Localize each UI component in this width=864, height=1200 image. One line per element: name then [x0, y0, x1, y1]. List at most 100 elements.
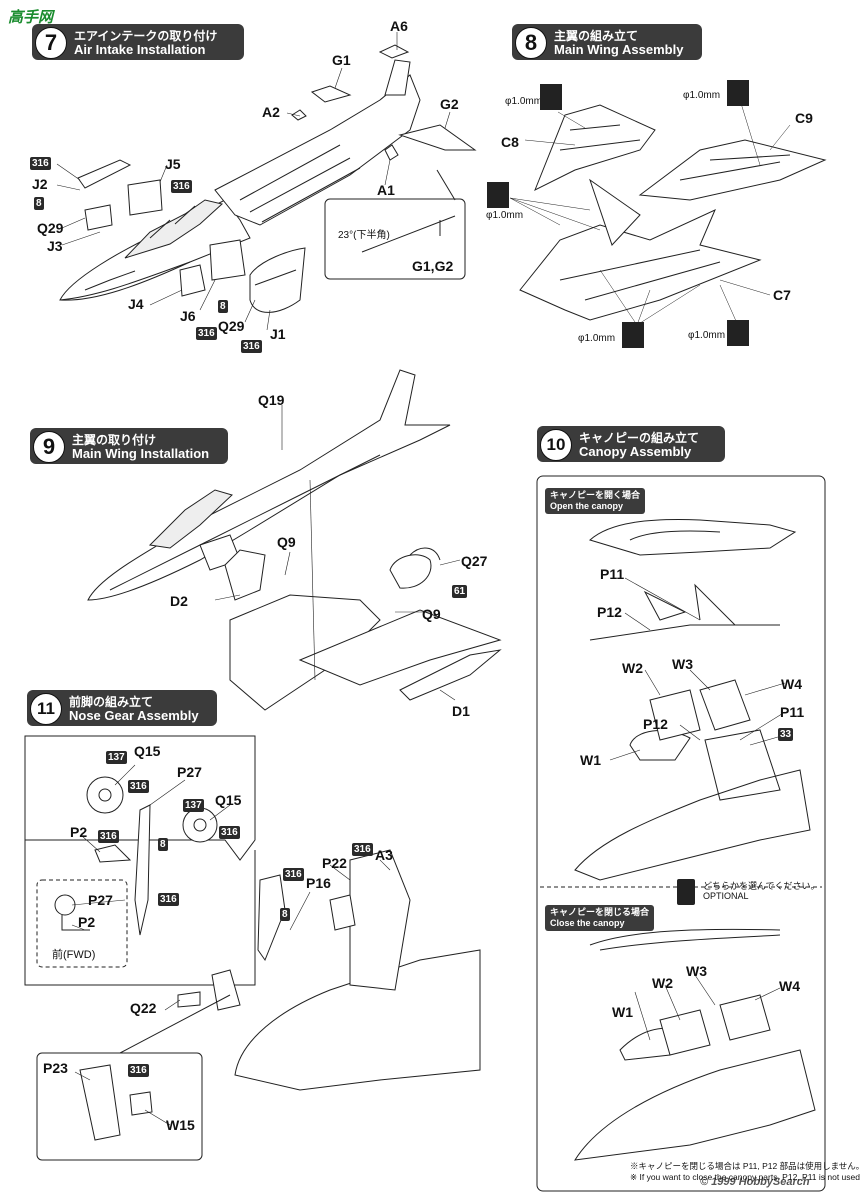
part-label: Q9 — [277, 534, 296, 550]
drill-size-label: φ1.0mm — [578, 333, 616, 344]
part-label: W2 — [622, 660, 643, 676]
step-title-en: Nose Gear Assembly — [69, 708, 199, 723]
part-label: D2 — [170, 593, 188, 609]
paint-code: 61 — [452, 585, 468, 598]
part-label: W3 — [686, 963, 707, 979]
drill-icon — [727, 320, 749, 346]
step-9-header: 9 主翼の取り付け Main Wing Installation — [30, 428, 228, 464]
paint-code: 8 — [158, 838, 168, 851]
part-label: P12 — [643, 716, 668, 732]
choose-one-jp: どちらかを選んでください。 — [703, 881, 820, 891]
part-label: J4 — [128, 296, 144, 312]
paint-code: 316 — [352, 843, 373, 856]
step-number: 9 — [33, 431, 65, 463]
leader-lines-11 — [71, 764, 391, 1126]
part-label: G2 — [440, 96, 459, 112]
step-title-en: Main Wing Assembly — [554, 42, 684, 57]
step-title-jp: エアインテークの取り付け — [74, 29, 218, 43]
part-label: P11 — [780, 704, 805, 720]
part-label: W3 — [672, 656, 693, 672]
part-label: P2 — [70, 824, 88, 840]
part-label: C9 — [795, 110, 813, 126]
optional-label: OPTIONAL — [703, 891, 749, 901]
close-canopy-en: Close the canopy — [550, 918, 625, 928]
inset-parts-label: G1,G2 — [412, 258, 454, 274]
step-title-en: Canopy Assembly — [579, 444, 692, 459]
part-label: C8 — [501, 134, 519, 150]
open-canopy-jp: キャノピーを開く場合 — [550, 490, 641, 500]
part-label: J2 — [32, 176, 48, 192]
part-label: W2 — [652, 975, 673, 991]
nosegear-drawing-11 — [36, 776, 481, 1161]
paint-code: 316 — [158, 893, 179, 906]
forward-fuselage-drawing — [59, 199, 251, 301]
close-canopy-subheader: キャノピーを閉じる場合 Close the canopy — [545, 905, 655, 931]
part-label: Q27 — [461, 553, 488, 569]
leader-lines-10 — [609, 577, 786, 1041]
close-canopy-jp: キャノピーを閉じる場合 — [550, 907, 650, 917]
open-canopy-en: Open the canopy — [550, 501, 624, 511]
part-label: Q29 — [37, 220, 64, 236]
part-label: Q19 — [258, 392, 285, 408]
paint-code: 316 — [171, 180, 192, 193]
part-label: P23 — [43, 1060, 68, 1076]
part-label: D1 — [452, 703, 470, 719]
part-label: A6 — [390, 18, 408, 34]
rear-fuselage-drawing — [214, 44, 477, 226]
part-label: P22 — [322, 855, 347, 871]
part-label: W4 — [779, 978, 800, 994]
paint-code: 316 — [219, 826, 240, 839]
paint-code: 8 — [218, 300, 228, 313]
open-canopy-subheader: キャノピーを開く場合 Open the canopy — [545, 488, 646, 514]
part-label: P27 — [177, 764, 202, 780]
part-label: A2 — [262, 104, 280, 120]
part-label: P11 — [600, 566, 625, 582]
part-label: J1 — [270, 326, 286, 342]
leader-lines-7 — [56, 32, 451, 331]
part-label: A1 — [377, 182, 395, 198]
paint-code: 316 — [30, 157, 51, 170]
paint-code: 137 — [106, 751, 127, 764]
paint-code: 33 — [778, 728, 794, 741]
step-title-jp: 前脚の組み立て — [69, 695, 154, 709]
drill-size-label: φ1.0mm — [505, 96, 543, 107]
step-number: 11 — [30, 693, 62, 725]
paint-code: 316 — [128, 1064, 149, 1077]
step-number: 7 — [35, 27, 67, 59]
part-label: Q15 — [215, 792, 242, 808]
part-label: A3 — [375, 847, 393, 863]
paint-code: 316 — [196, 327, 217, 340]
paint-code: 316 — [98, 830, 119, 843]
step-number: 8 — [515, 27, 547, 59]
drill-icon — [727, 80, 749, 106]
forward-indicator: 前(FWD) — [52, 949, 96, 961]
leader-lines-9 — [214, 405, 461, 701]
paint-code: 316 — [283, 868, 304, 881]
step-8-header: 8 主翼の組み立て Main Wing Assembly — [512, 24, 702, 60]
part-label: Q22 — [130, 1000, 157, 1016]
paint-code: 8 — [280, 908, 290, 921]
part-label: W1 — [612, 1004, 633, 1020]
step-title-jp: 主翼の組み立て — [554, 29, 639, 43]
step-title-en: Air Intake Installation — [74, 42, 206, 57]
drill-icon — [487, 182, 509, 208]
part-label: C7 — [773, 287, 791, 303]
step-title-jp: 主翼の取り付け — [72, 433, 157, 447]
drill-lines-8 — [509, 99, 791, 331]
part-label: Q15 — [134, 743, 161, 759]
watermark-top: 高手网 — [8, 9, 54, 26]
paint-code: 316 — [128, 780, 149, 793]
paint-code: 8 — [34, 197, 44, 210]
part-label: P16 — [306, 875, 331, 891]
step-number: 10 — [540, 429, 572, 461]
part-label: J6 — [180, 308, 196, 324]
step-10-header: 10 キャノピーの組み立て Canopy Assembly — [537, 426, 725, 462]
drill-icon — [622, 322, 644, 348]
canopy-note-en: ※ If you want to close the canopy parts,… — [630, 1172, 860, 1182]
part-label: Q9 — [422, 606, 441, 622]
step-11-header: 11 前脚の組み立て Nose Gear Assembly — [27, 690, 217, 726]
drill-size-label: φ1.0mm — [486, 210, 524, 221]
part-label: P2 — [78, 914, 96, 930]
